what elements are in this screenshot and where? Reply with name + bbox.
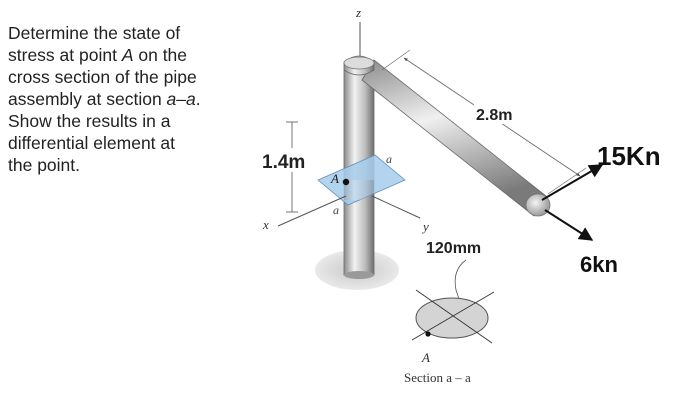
force-arrow-up xyxy=(541,164,604,201)
y-axis-line xyxy=(371,195,421,219)
cross-section-axis-2 xyxy=(411,291,495,341)
diameter-leader xyxy=(454,259,467,303)
force-label-6kn: 6kn xyxy=(580,252,618,277)
section-caption: Section a – a xyxy=(404,370,471,385)
point-a-label: A xyxy=(330,171,339,186)
x-axis-label: x xyxy=(262,217,269,232)
point-a-marker xyxy=(342,178,350,186)
cross-section-axis-1 xyxy=(415,289,493,344)
y-axis-label: y xyxy=(421,219,429,234)
problem-line: differential element at xyxy=(8,133,176,153)
section-label-bottom: a xyxy=(333,203,339,217)
x-axis-line xyxy=(277,195,347,227)
problem-statement: Determine the state of stress at point A… xyxy=(8,22,253,176)
section-label-top: a xyxy=(386,152,392,166)
problem-line: stress at point A on the xyxy=(8,45,188,65)
arm-dim-ext-start xyxy=(381,49,411,71)
z-axis-label: z xyxy=(355,5,361,20)
section-point-a-marker xyxy=(425,331,431,337)
elbow-cap xyxy=(343,56,375,70)
diameter-label: 120mm xyxy=(426,240,481,257)
force-label-15kn: 15Kn xyxy=(597,141,661,171)
vertical-pipe-front xyxy=(344,180,374,200)
section-point-a-label: A xyxy=(421,350,430,365)
problem-line: cross section of the pipe xyxy=(8,67,197,87)
horizontal-arm xyxy=(361,59,547,217)
vertical-pipe-base xyxy=(344,271,374,279)
problem-line: the point. xyxy=(8,155,80,175)
arm-dim-ext-end xyxy=(547,167,587,195)
height-dim-label-bg xyxy=(260,148,324,172)
arm-dim-label-bg xyxy=(474,104,524,124)
problem-line: Determine the state of xyxy=(8,23,181,43)
problem-line: assembly at section a–a. xyxy=(8,89,201,109)
force-arrow-down xyxy=(544,209,594,241)
arm-dim-label: 2.8m xyxy=(476,107,512,124)
problem-line: Show the results in a xyxy=(8,111,171,131)
height-dim-label: 1.4m xyxy=(262,152,305,173)
